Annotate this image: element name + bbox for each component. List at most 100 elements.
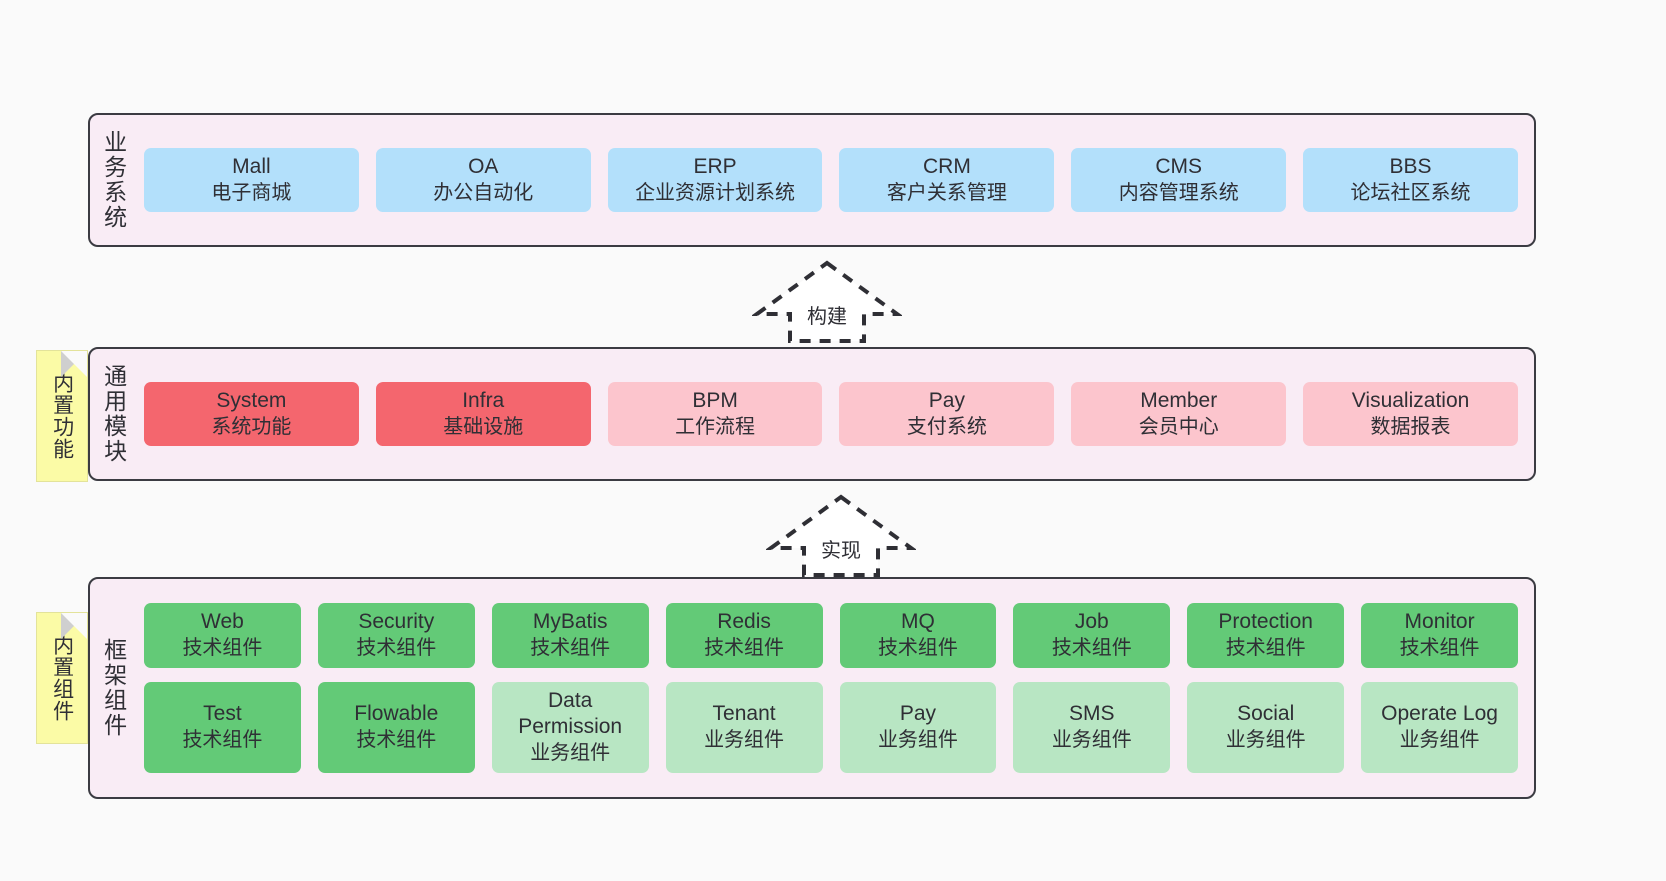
box-title: MQ <box>901 610 935 634</box>
box-subtitle: 技术组件 <box>356 636 437 659</box>
box-title: Data Permission <box>518 688 623 739</box>
box-title: Infra <box>462 388 505 412</box>
box-row: System 系统功能 Infra 基础设施 BPM 工作流程 Pay 支付系统… <box>144 381 1518 447</box>
box-oa[interactable]: OA 办公自动化 <box>375 147 591 213</box>
box-bbs[interactable]: BBS 论坛社区系统 <box>1303 147 1518 213</box>
box-tenant[interactable]: Tenant 业务组件 <box>665 681 823 773</box>
box-subtitle: 业务组件 <box>877 728 958 751</box>
box-crm[interactable]: CRM 客户关系管理 <box>839 147 1055 213</box>
box-infra[interactable]: Infra 基础设施 <box>375 381 591 447</box>
layer-title-common-modules: 通用模块 <box>100 364 127 464</box>
box-subtitle: 技术组件 <box>356 728 437 751</box>
box-title: Redis <box>717 610 771 634</box>
note-fold-highlight-icon <box>61 351 87 377</box>
box-title: Mall <box>232 154 271 178</box>
box-subtitle: 数据报表 <box>1370 415 1451 438</box>
box-subtitle: 业务组件 <box>704 728 785 751</box>
connector-implement: 实现 <box>764 492 918 580</box>
box-mybatis[interactable]: MyBatis 技术组件 <box>491 603 649 668</box>
box-title: BBS <box>1389 154 1432 178</box>
box-pay-component[interactable]: Pay 业务组件 <box>839 681 997 773</box>
layer-business-systems: 业务系统 Mall 电子商城 OA 办公自动化 ERP 企业资源计划系统 CRM… <box>88 113 1536 247</box>
box-subtitle: 技术组件 <box>704 636 785 659</box>
layer-framework-components: 框架组件 Web 技术组件 Security 技术组件 MyBatis 技术组件… <box>88 577 1536 799</box>
box-subtitle: 业务组件 <box>1051 728 1132 751</box>
note-builtin-features: 内置功能 <box>36 350 88 482</box>
layer-body-common-modules: System 系统功能 Infra 基础设施 BPM 工作流程 Pay 支付系统… <box>136 349 1534 479</box>
box-title: Test <box>203 702 242 725</box>
box-title: OA <box>468 154 499 178</box>
box-subtitle: 业务组件 <box>530 742 611 765</box>
box-web[interactable]: Web 技术组件 <box>144 603 301 668</box>
box-security[interactable]: Security 技术组件 <box>317 603 475 668</box>
connector-implement-label: 实现 <box>821 540 861 562</box>
build-arrow-icon <box>750 260 904 343</box>
box-system[interactable]: System 系统功能 <box>144 381 359 447</box>
box-erp[interactable]: ERP 企业资源计划系统 <box>607 147 823 213</box>
note-fold-highlight-icon <box>61 613 87 639</box>
box-bpm[interactable]: BPM 工作流程 <box>607 381 823 447</box>
box-subtitle: 客户关系管理 <box>886 181 1007 204</box>
box-subtitle: 支付系统 <box>906 415 987 438</box>
box-title: Social <box>1237 702 1295 725</box>
box-title: Web <box>201 610 244 634</box>
box-subtitle: 业务组件 <box>1225 728 1306 751</box>
box-row: Web 技术组件 Security 技术组件 MyBatis 技术组件 Redi… <box>144 603 1518 668</box>
box-title: CMS <box>1155 154 1203 178</box>
note-label: 内置功能 <box>50 372 74 460</box>
implement-arrow-icon <box>764 494 918 577</box>
box-title: Visualization <box>1351 388 1470 412</box>
box-subtitle: 技术组件 <box>530 636 611 659</box>
box-subtitle: 会员中心 <box>1138 415 1219 438</box>
box-title: Operate Log <box>1381 702 1498 725</box>
box-subtitle: 内容管理系统 <box>1118 181 1239 204</box>
box-job[interactable]: Job 技术组件 <box>1013 603 1171 668</box>
box-title: Tenant <box>712 702 776 725</box>
box-data-permission[interactable]: Data Permission 业务组件 <box>491 681 649 773</box>
box-title: Pay <box>899 702 937 725</box>
box-subtitle: 技术组件 <box>1225 636 1306 659</box>
box-subtitle: 工作流程 <box>675 415 756 438</box>
box-subtitle: 系统功能 <box>211 415 292 438</box>
box-redis[interactable]: Redis 技术组件 <box>665 603 823 668</box>
box-subtitle: 技术组件 <box>182 636 263 659</box>
box-cms[interactable]: CMS 内容管理系统 <box>1071 147 1287 213</box>
box-title: SMS <box>1069 702 1115 725</box>
box-monitor[interactable]: Monitor 技术组件 <box>1361 603 1518 668</box>
box-title: Member <box>1140 388 1218 412</box>
box-row: Mall 电子商城 OA 办公自动化 ERP 企业资源计划系统 CRM 客户关系… <box>144 147 1518 213</box>
connector-build-label: 构建 <box>807 306 847 328</box>
box-protection[interactable]: Protection 技术组件 <box>1187 603 1345 668</box>
box-visualization[interactable]: Visualization 数据报表 <box>1303 381 1518 447</box>
box-title: MyBatis <box>532 610 608 634</box>
box-subtitle: 技术组件 <box>877 636 958 659</box>
box-subtitle: 电子商城 <box>211 181 292 204</box>
box-subtitle: 办公自动化 <box>433 181 534 204</box>
box-operate-log[interactable]: Operate Log 业务组件 <box>1361 681 1518 773</box>
box-subtitle: 技术组件 <box>1399 636 1480 659</box>
box-member[interactable]: Member 会员中心 <box>1071 381 1287 447</box>
box-subtitle: 技术组件 <box>182 728 263 751</box>
box-flowable[interactable]: Flowable 技术组件 <box>317 681 475 773</box>
box-mall[interactable]: Mall 电子商城 <box>144 147 359 213</box>
box-title: Flowable <box>354 702 439 725</box>
box-title: CRM <box>922 154 971 178</box>
layer-body-framework-components: Web 技术组件 Security 技术组件 MyBatis 技术组件 Redi… <box>136 579 1534 797</box>
box-mq[interactable]: MQ 技术组件 <box>839 603 997 668</box>
box-title: Monitor <box>1404 610 1475 634</box>
box-sms[interactable]: SMS 业务组件 <box>1013 681 1171 773</box>
note-label: 内置组件 <box>50 634 74 722</box>
box-test[interactable]: Test 技术组件 <box>144 681 301 773</box>
box-title: ERP <box>693 154 737 178</box>
box-title: BPM <box>692 388 738 412</box>
layer-common-modules: 通用模块 System 系统功能 Infra 基础设施 BPM 工作流程 Pay… <box>88 347 1536 481</box>
box-subtitle: 论坛社区系统 <box>1350 181 1471 204</box>
note-builtin-components: 内置组件 <box>36 612 88 744</box>
box-social[interactable]: Social 业务组件 <box>1187 681 1345 773</box>
box-subtitle: 技术组件 <box>1051 636 1132 659</box>
layer-title-framework-components: 框架组件 <box>100 638 127 738</box>
box-title: System <box>216 388 287 412</box>
box-pay-module[interactable]: Pay 支付系统 <box>839 381 1055 447</box>
box-title: Pay <box>928 388 965 412</box>
